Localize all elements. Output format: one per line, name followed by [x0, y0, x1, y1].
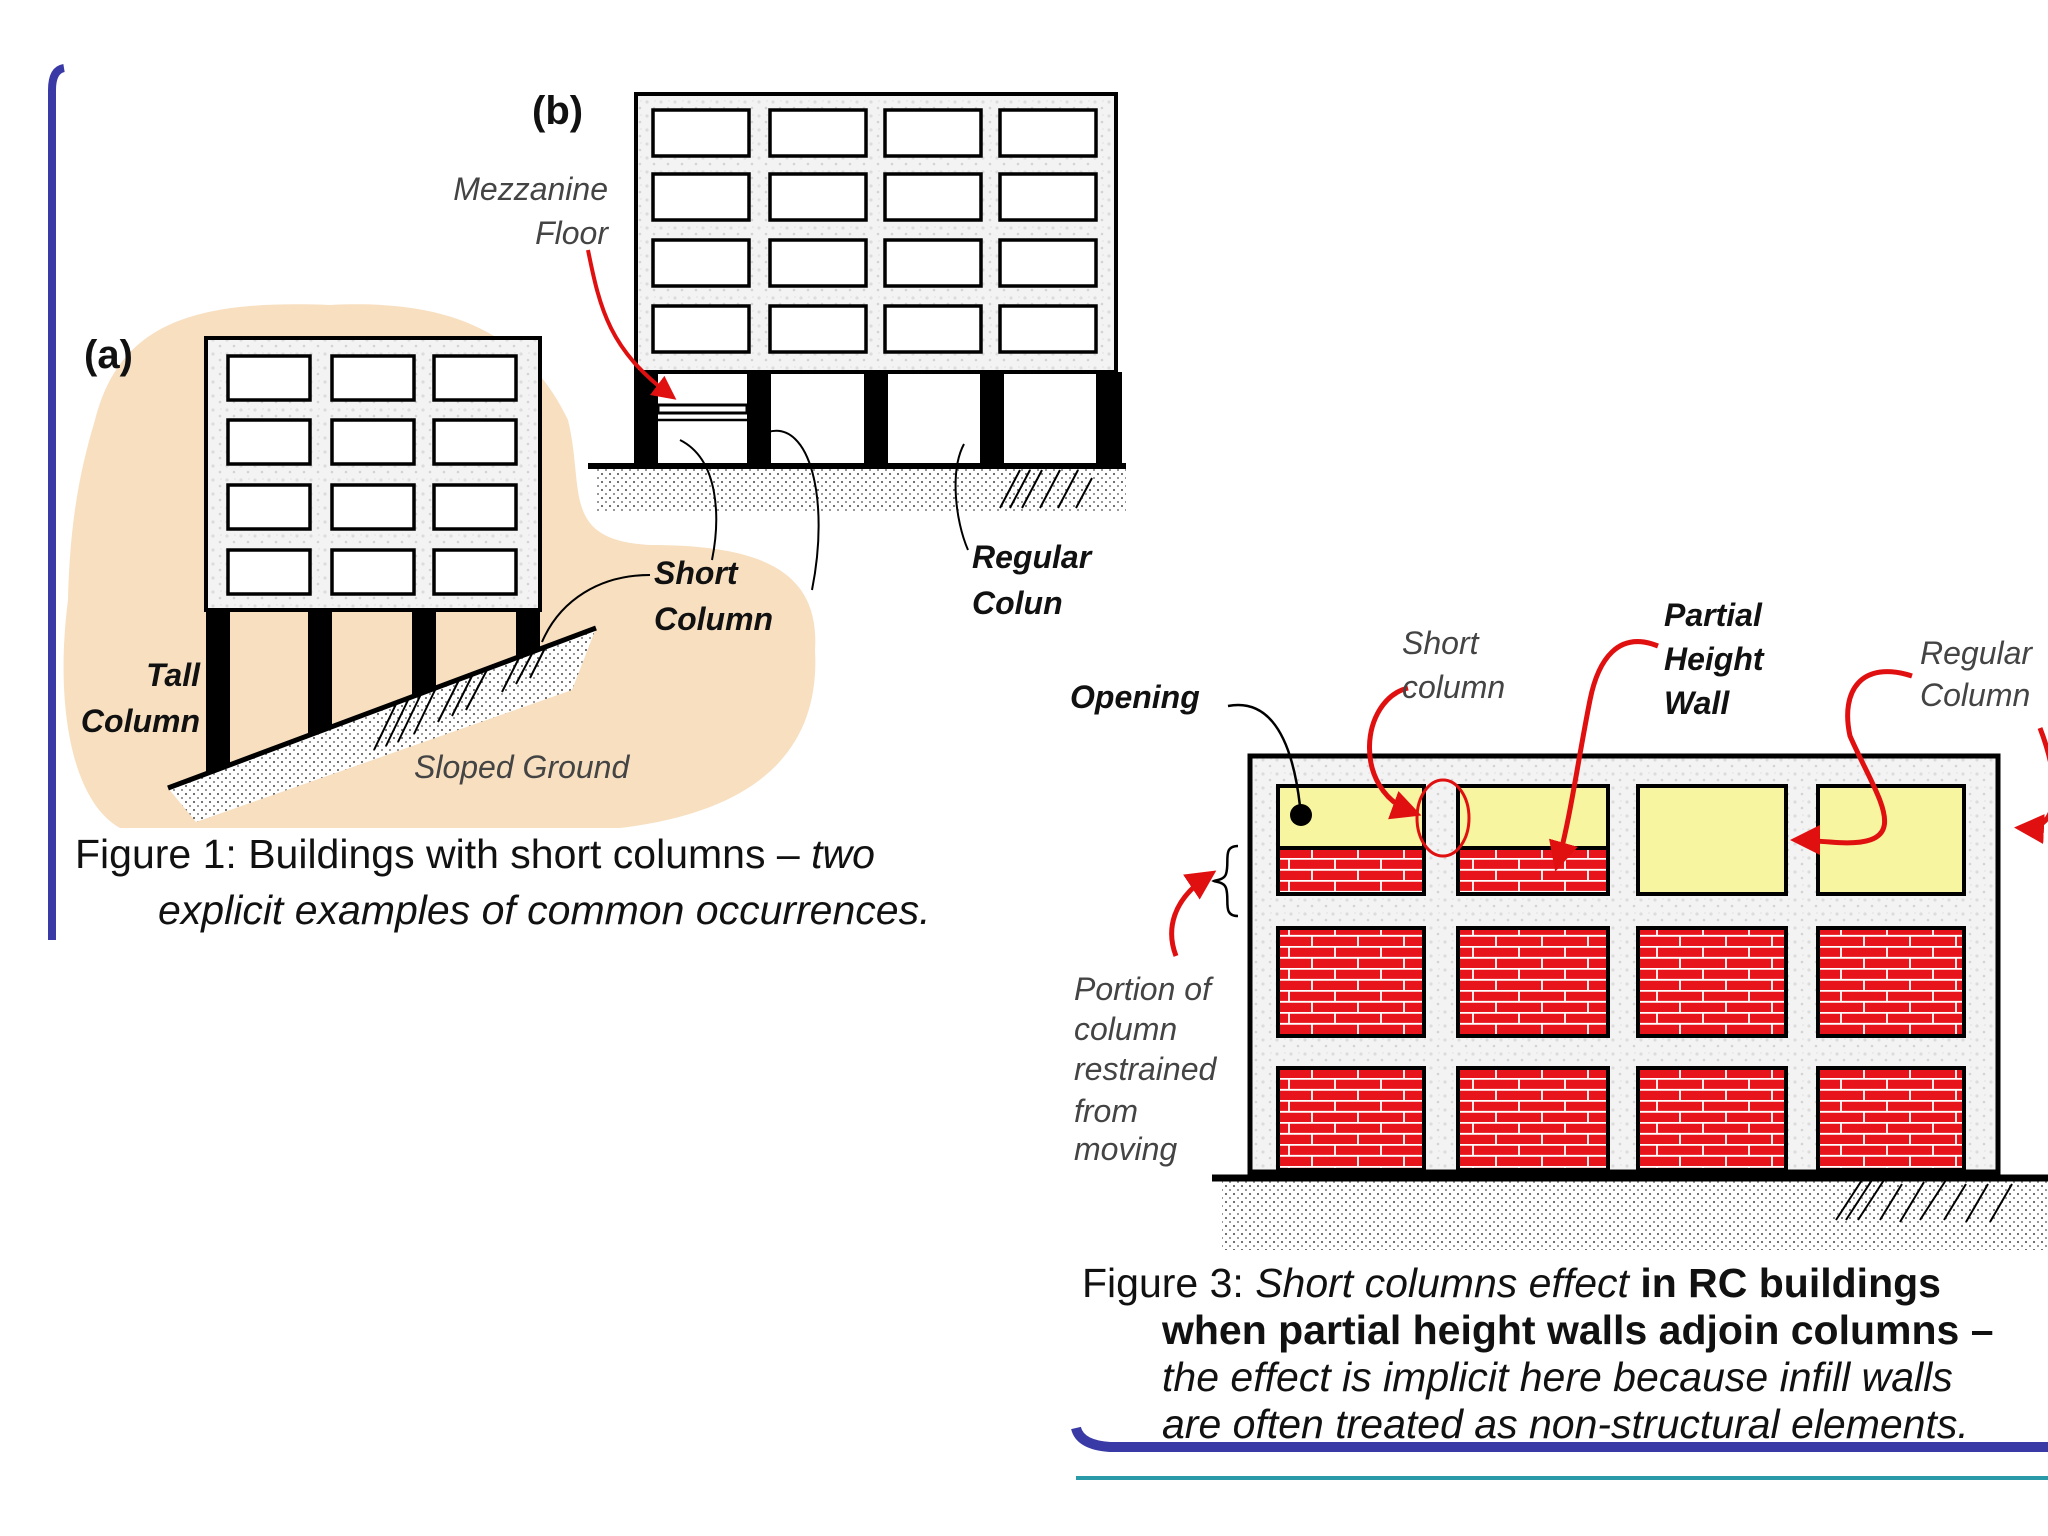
figure3-caption-line1: Figure 3: Short columns effect in RC bui…	[1082, 1260, 1994, 1307]
portion-brace	[1211, 844, 1239, 918]
figure1-caption-italic: two	[811, 831, 875, 877]
portion-label-line: from	[1074, 1093, 1138, 1129]
portion-arrow	[1169, 870, 1217, 957]
column-b4	[980, 372, 1004, 464]
brick-panel-r2c4	[1816, 926, 1966, 1038]
partial-brick-2	[1456, 846, 1610, 896]
column-a2	[308, 610, 332, 738]
figure3-caption-bold: in RC buildings	[1628, 1260, 1941, 1306]
regular-column-arrow-2	[2014, 727, 2048, 845]
building-a-windows	[226, 354, 518, 596]
portion-label-line: Portion of	[1074, 971, 1214, 1007]
figure3-caption-line4-text: are often treated as non-structural elem…	[1162, 1401, 1969, 1447]
tall-column-label-line2: Column	[81, 703, 200, 739]
short-column-leader-a	[541, 574, 651, 643]
brick-panel-r2c3	[1636, 926, 1788, 1038]
building-a	[204, 336, 542, 778]
partial-height-wall-label-line1: Partial	[1664, 597, 1763, 633]
sloped-ground	[167, 625, 597, 822]
figure1-caption-line2-text: explicit examples of common occurrences.	[158, 887, 931, 933]
ground-fig3	[1212, 1174, 2048, 1250]
column-b1	[634, 372, 658, 464]
building-b	[634, 92, 1122, 464]
regular-column-label-line1: Regular	[972, 539, 1093, 575]
opening-dot	[1290, 804, 1312, 826]
figure3-caption-line3-text: the effect is implicit here because infi…	[1162, 1354, 1953, 1400]
partial-height-wall-label-line2: Height	[1664, 641, 1765, 677]
short-column-label-line1-fig3: Short	[1402, 625, 1480, 661]
brick-panel-r3c4	[1816, 1066, 1966, 1172]
partial-height-wall-label-line3: Wall	[1664, 685, 1730, 721]
portion-of-column-label: Portion of column restrained from moving	[1074, 971, 1218, 1167]
brick-panel-r3c3	[1636, 1066, 1788, 1172]
figure3-caption-line2: when partial height walls adjoin columns…	[1082, 1307, 1994, 1354]
mezzanine-label-line2: Floor	[535, 215, 609, 251]
sloped-ground-label: Sloped Ground	[414, 749, 630, 785]
figure3-caption-line2-text: when partial height walls adjoin columns…	[1162, 1307, 1994, 1353]
figure1-leader-lines	[679, 429, 969, 591]
column-b3	[864, 372, 888, 464]
figure1-caption-line2: explicit examples of common occurrences.	[75, 882, 930, 938]
figure3-caption: Figure 3: Short columns effect in RC bui…	[1082, 1260, 1994, 1448]
brick-panel-r3c1	[1276, 1066, 1426, 1172]
partial-height-wall-arrow	[1549, 639, 1659, 872]
brick-panel-r3c2	[1456, 1066, 1610, 1172]
short-column-arrow	[1367, 685, 1422, 820]
figure3-caption-line3: the effect is implicit here because infi…	[1082, 1354, 1994, 1401]
panel-b-label: (b)	[532, 89, 583, 133]
column-b5	[1096, 372, 1122, 464]
opening-label: Opening	[1070, 679, 1200, 715]
tall-column-label-line1: Tall	[146, 657, 201, 693]
regular-column-label-line1-fig3: Regular	[1920, 635, 2033, 671]
figure1-caption-line1: Figure 1: Buildings with short columns –…	[75, 826, 930, 882]
portion-label-line: moving	[1074, 1131, 1177, 1167]
building-b-windows	[651, 108, 1098, 354]
figure1-caption: Figure 1: Buildings with short columns –…	[75, 826, 930, 938]
brick-panel-r2c1	[1276, 926, 1426, 1038]
mezzanine-slab	[656, 403, 749, 422]
portion-label-line: column	[1074, 1011, 1177, 1047]
slide-bottom-border	[1071, 1426, 2048, 1480]
column-b2	[747, 372, 771, 464]
regular-column-label-line2: Colun	[972, 585, 1063, 621]
infill-panels	[1276, 784, 1966, 1172]
short-column-label-line1: Short	[654, 555, 739, 591]
slide-left-border	[48, 64, 66, 940]
figure3-caption-italic: Short columns effect	[1255, 1260, 1629, 1306]
short-column-label-line2: Column	[654, 601, 773, 637]
mezzanine-label-line1: Mezzanine	[453, 171, 608, 207]
figure3-caption-prefix: Figure 3:	[1082, 1260, 1256, 1306]
panel-a-label: (a)	[84, 333, 133, 377]
partial-brick-1	[1276, 846, 1426, 896]
regular-column-label-line2-fig3: Column	[1920, 677, 2030, 713]
opening-panel-4	[1816, 784, 1966, 896]
tall-column	[206, 610, 230, 778]
portion-label-line: restrained	[1074, 1051, 1218, 1087]
ground-b	[588, 463, 1126, 512]
figure3-caption-line4: are often treated as non-structural elem…	[1082, 1401, 1994, 1448]
opening-leader	[1227, 703, 1302, 807]
figure1-caption-prefix: Figure 1: Buildings with short columns –	[75, 831, 812, 877]
mezzanine-arrow	[586, 249, 677, 400]
regular-column-arrow-1	[1790, 669, 1913, 856]
short-column-label-line2-fig3: column	[1402, 669, 1505, 705]
opening-panel-3	[1636, 784, 1788, 896]
brick-panel-r2c2	[1456, 926, 1610, 1038]
